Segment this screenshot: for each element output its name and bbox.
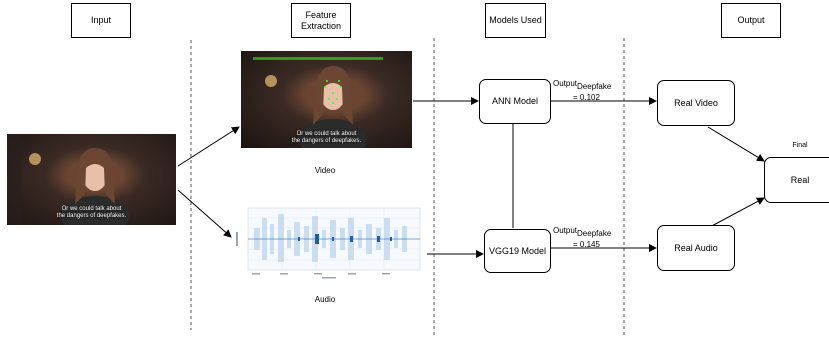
- landmark-readout-bar: [253, 57, 383, 60]
- ann-score-value: = 0.102: [573, 93, 600, 102]
- vgg19-score-prefix: Output: [553, 226, 578, 235]
- header-models-used-text: Models Used: [489, 15, 542, 25]
- header-input: Input: [71, 3, 131, 38]
- video-caption-line2: the dangers of deepfakes.: [291, 138, 362, 144]
- arrow-real-audio-to-final: [707, 197, 765, 229]
- input-caption-line2: the dangers of deepfakes.: [56, 213, 127, 219]
- feature-video-frame: Or we could talk about the dangers of de…: [241, 51, 412, 148]
- input-video-frame: Or we could talk about the dangers of de…: [7, 134, 176, 225]
- input-frame-scene: [7, 134, 129, 225]
- ann-score-subscript: Deepfake: [577, 82, 612, 91]
- real-audio-box: Real Audio: [657, 225, 735, 271]
- final-result-box: Real: [764, 157, 829, 203]
- header-models-used: Models Used: [485, 3, 546, 38]
- arrow-input-to-audio: [177, 189, 232, 238]
- vgg19-score: OutputDeepfake = 0.145: [553, 226, 623, 249]
- ann-model-box: ANN Model: [479, 79, 551, 124]
- video-caption-line1: Or we could talk about: [296, 131, 357, 137]
- header-output: Output: [721, 3, 781, 38]
- real-audio-label: Real Audio: [674, 242, 718, 253]
- header-input-text: Input: [90, 15, 112, 25]
- real-video-box: Real Video: [657, 80, 735, 126]
- feature-frame-scene: [253, 57, 383, 148]
- vgg19-model-box: VGG19 Model: [484, 229, 551, 273]
- final-result-label: Real: [790, 174, 810, 185]
- arrow-real-video-to-final: [707, 126, 765, 162]
- arrow-input-to-video: [177, 126, 240, 167]
- vgg19-score-value: = 0.145: [573, 240, 600, 249]
- ann-model-label: ANN Model: [491, 96, 538, 106]
- final-label: Final: [792, 142, 808, 149]
- vgg19-score-subscript: Deepfake: [577, 229, 612, 238]
- real-video-label: Real Video: [674, 97, 718, 108]
- facial-landmarks: [324, 80, 342, 104]
- header-feature-extraction-line2: Extraction: [300, 20, 342, 31]
- waveform-graphic: [236, 207, 421, 279]
- header-feature-extraction: Feature Extraction: [291, 3, 351, 38]
- input-caption-line1: Or we could talk about: [61, 206, 122, 212]
- header-feature-extraction-line1: Feature: [305, 9, 337, 20]
- audio-label: Audio: [314, 295, 336, 304]
- audio-waveform-plot: [232, 204, 426, 280]
- vgg19-model-label: VGG19 Model: [488, 245, 547, 256]
- ann-score-prefix: Output: [553, 79, 578, 88]
- video-label: Video: [314, 166, 336, 175]
- header-output-text: Output: [737, 15, 765, 25]
- ann-score: OutputDeepfake = 0.102: [553, 79, 623, 102]
